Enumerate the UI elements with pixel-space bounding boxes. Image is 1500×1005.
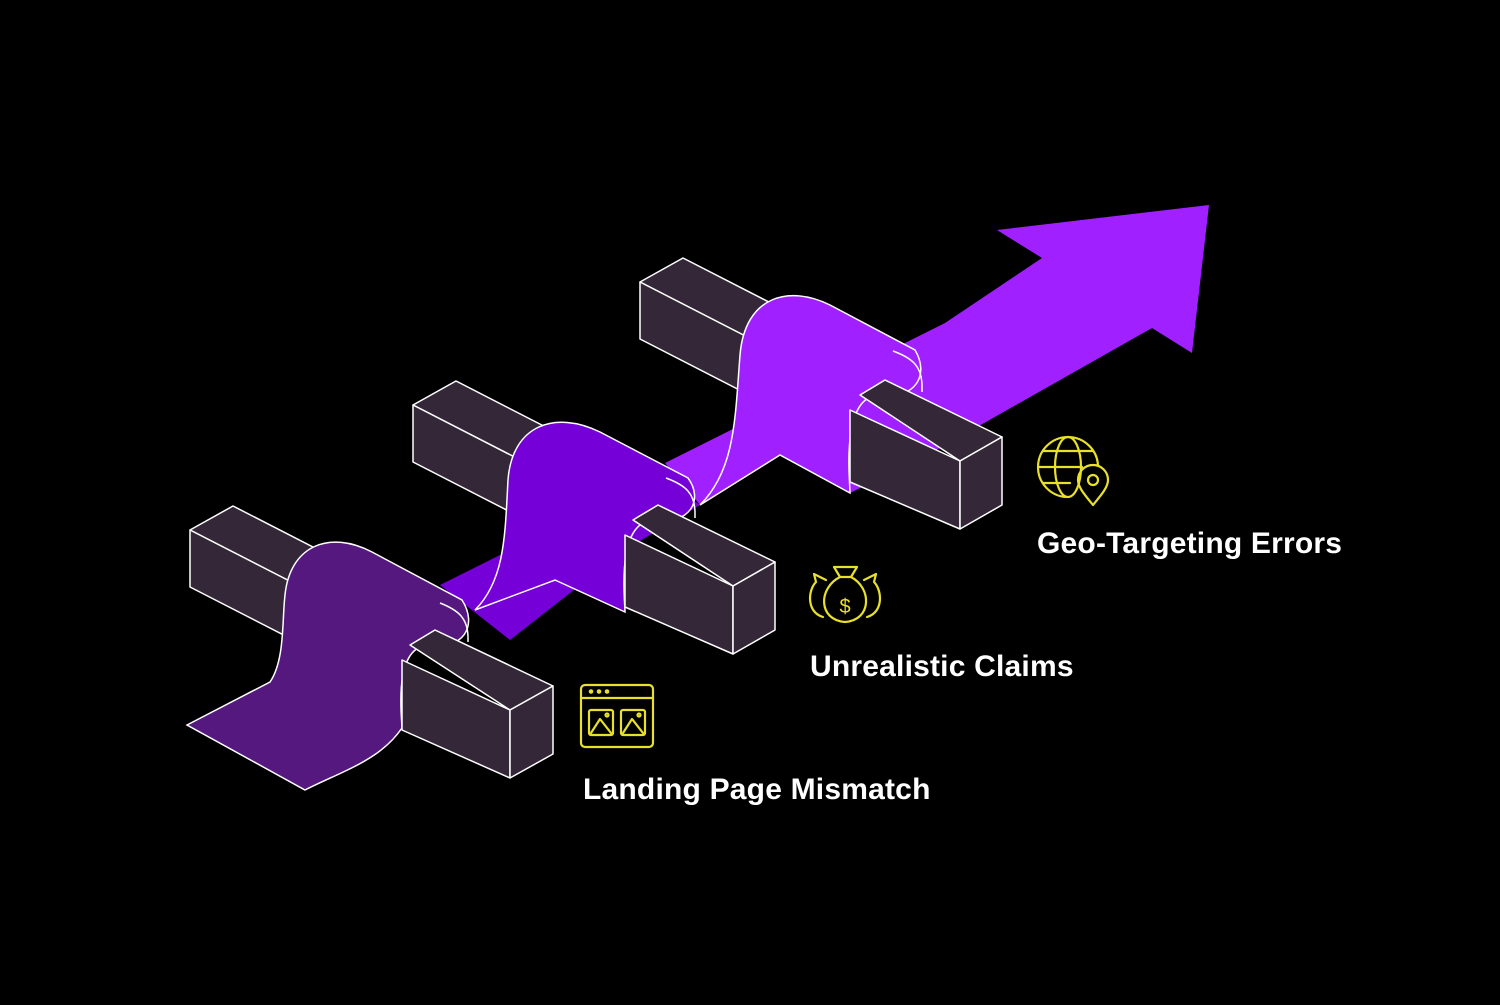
browser-images-icon: [579, 683, 655, 749]
ribbon-segment-1: [185, 541, 470, 791]
barrier-3-front: [849, 379, 1003, 530]
obstacle-label-landing-page: Landing Page Mismatch: [583, 773, 931, 806]
money-bag-icon: $: [809, 565, 881, 624]
barrier-2-front: [624, 504, 776, 655]
svg-text:$: $: [839, 596, 850, 618]
obstacle-label-geo-targeting: Geo-Targeting Errors: [1037, 527, 1343, 560]
obstacle-label-unrealistic-claims: Unrealistic Claims: [810, 650, 1074, 683]
ribbon-1-wave: [185, 541, 470, 791]
globe-location-icon: [1036, 435, 1110, 507]
barrier-1-front: [401, 629, 554, 779]
ribbon-segment-3: [665, 205, 1209, 506]
